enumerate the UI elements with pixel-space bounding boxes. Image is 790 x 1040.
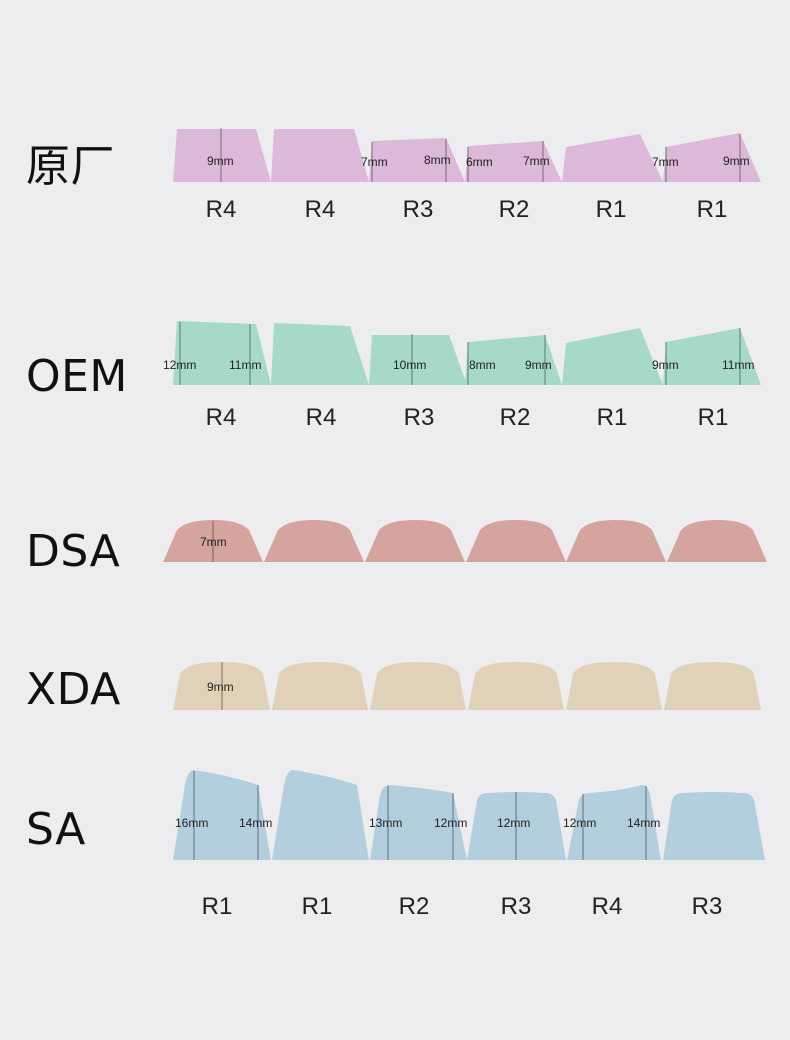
- row-label: R4: [304, 196, 336, 223]
- keycap-dsa: [264, 520, 364, 562]
- keycap-sa-r3-b: [663, 792, 765, 860]
- keycap-cherry-r1-a: [562, 134, 663, 182]
- row-label: R2: [498, 196, 530, 223]
- row-label: R4: [305, 404, 337, 431]
- keycap-oem-r1-a: [562, 328, 663, 385]
- sa-row: 16mm 14mm 13mm 12mm 12mm 12mm 14mm: [173, 770, 765, 860]
- keycap-oem-r2: [465, 335, 562, 385]
- oem-row: 12mm 11mm 10mm 8mm 9mm 9mm 11mm: [163, 321, 761, 385]
- keycap-xda: [272, 662, 368, 710]
- row-label: R2: [499, 404, 531, 431]
- row-label: R1: [696, 196, 728, 223]
- keycap-cherry-r3: [369, 138, 465, 182]
- profile-name-sa: SA: [26, 804, 86, 855]
- dimension-label: 8mm: [469, 358, 496, 372]
- dimension-label: 12mm: [563, 816, 596, 830]
- dimension-label: 9mm: [207, 680, 234, 694]
- dimension-label: 16mm: [175, 816, 208, 830]
- dimension-label: 7mm: [652, 155, 679, 169]
- dimension-label: 9mm: [207, 154, 234, 168]
- profile-name-cherry: 原厂: [26, 141, 115, 192]
- cherry-row: 9mm 7mm 8mm 6mm 7mm 7mm 9mm: [173, 128, 761, 182]
- keycap-xda: [468, 662, 564, 710]
- profile-name-dsa: DSA: [26, 526, 121, 577]
- dimension-label: 7mm: [361, 155, 388, 169]
- dimension-label: 9mm: [652, 358, 679, 372]
- keycap-cherry-r4-b: [271, 129, 369, 182]
- keycap-xda: [370, 662, 466, 710]
- dimension-label: 7mm: [200, 535, 227, 549]
- row-label: R1: [596, 404, 628, 431]
- dsa-row: 7mm: [163, 520, 767, 562]
- keycap-oem-r1-b: [663, 328, 761, 385]
- keycap-dsa: [566, 520, 666, 562]
- dimension-label: 9mm: [525, 358, 552, 372]
- keycap-sa-r2: [370, 785, 467, 860]
- profile-name-oem: OEM: [26, 351, 128, 402]
- keycap-oem-r4-a: [173, 321, 271, 385]
- row-label: R4: [205, 196, 237, 223]
- row-label: R3: [402, 196, 434, 223]
- dimension-label: 8mm: [424, 153, 451, 167]
- keycap-dsa: [365, 520, 465, 562]
- row-label: R4: [205, 404, 237, 431]
- xda-row: 9mm: [173, 662, 761, 710]
- row-label: R2: [398, 893, 430, 920]
- keycap-xda: [664, 662, 761, 710]
- keycap-sa-r4: [567, 785, 661, 860]
- keycap-dsa: [667, 520, 767, 562]
- row-label: R1: [301, 893, 333, 920]
- dimension-label: 10mm: [393, 358, 426, 372]
- profile-name-xda: XDA: [26, 664, 121, 715]
- dimension-label: 12mm: [434, 816, 467, 830]
- row-label: R1: [595, 196, 627, 223]
- dimension-label: 7mm: [523, 154, 550, 168]
- keycap-cherry-r4-a: [173, 129, 271, 182]
- dimension-label: 9mm: [723, 154, 750, 168]
- dimension-label: 12mm: [497, 816, 530, 830]
- row-label: R3: [403, 404, 435, 431]
- row-label: R3: [500, 893, 532, 920]
- dimension-label: 14mm: [627, 816, 660, 830]
- keycap-oem-r4-b: [271, 323, 369, 385]
- dimension-label: 13mm: [369, 816, 402, 830]
- dimension-label: 11mm: [722, 358, 754, 372]
- keycap-cherry-r1-b: [663, 133, 761, 182]
- keycap-dsa: [466, 520, 566, 562]
- dimension-label: 12mm: [163, 358, 196, 372]
- keycap-xda: [566, 662, 662, 710]
- dimension-label: 6mm: [466, 155, 493, 169]
- row-label: R1: [697, 404, 729, 431]
- row-label: R1: [201, 893, 233, 920]
- keycap-cherry-r2: [465, 141, 562, 182]
- keycap-sa-r1-a: [173, 770, 271, 860]
- keycap-oem-r3: [369, 335, 467, 385]
- row-label: R3: [691, 893, 723, 920]
- keycap-sa-r1-b: [272, 770, 369, 860]
- dimension-label: 14mm: [239, 816, 272, 830]
- row-label: R4: [591, 893, 623, 920]
- dimension-label: 11mm: [229, 358, 261, 372]
